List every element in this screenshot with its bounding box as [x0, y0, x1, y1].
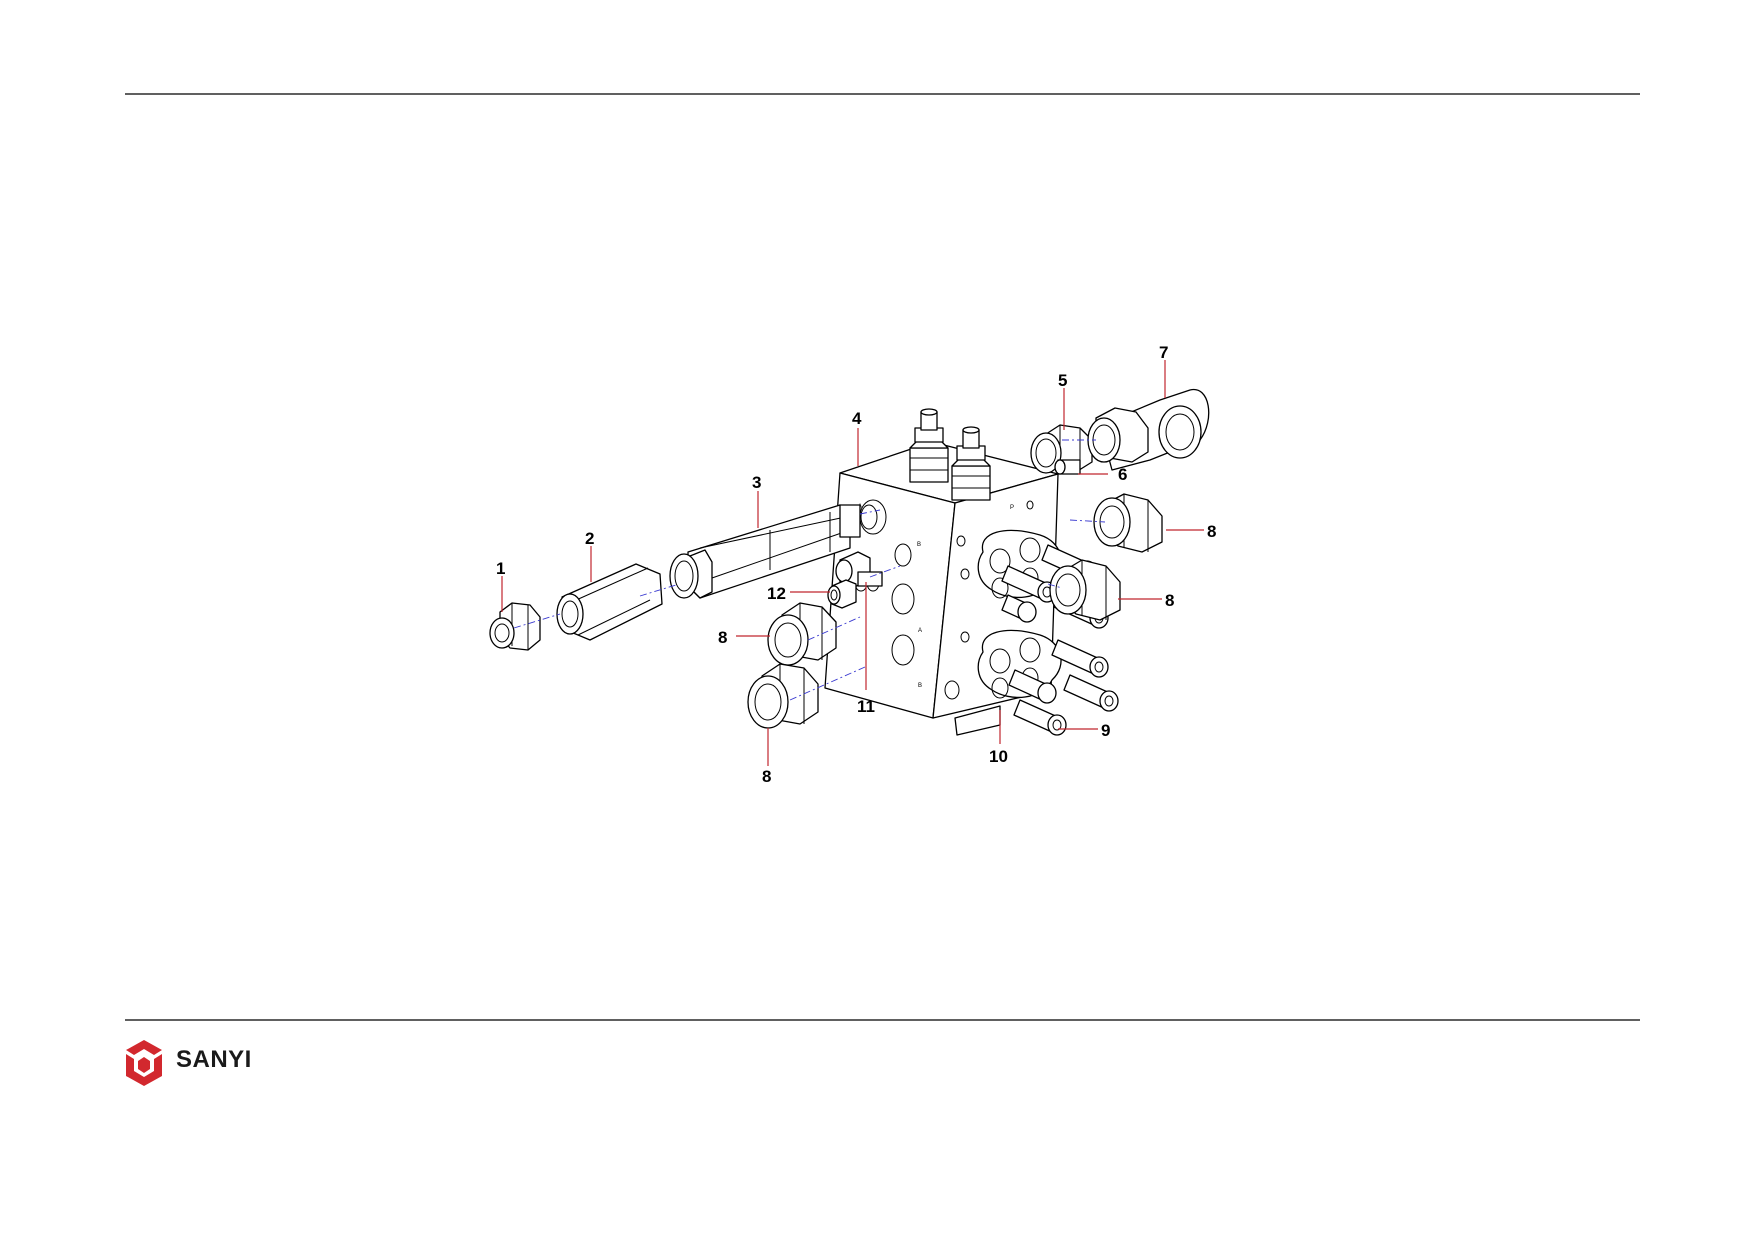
part-6-small-fitting — [1054, 459, 1081, 475]
part-12-fitting — [827, 579, 857, 609]
callout-3: 3 — [752, 473, 761, 492]
callout-6: 6 — [1118, 465, 1127, 484]
callout-8-bottom: 8 — [762, 767, 771, 786]
callout-8-middle-right: 8 — [1165, 591, 1174, 610]
port-mark-b1: B — [917, 542, 921, 548]
callout-12: 12 — [767, 584, 786, 603]
callout-4: 4 — [852, 409, 862, 428]
part-11-fitting — [835, 551, 883, 589]
port-mark-b2: B — [918, 683, 922, 689]
part-7-tee-fitting — [1087, 389, 1210, 471]
assembly-axes — [513, 439, 1106, 701]
part-1-nut — [489, 602, 541, 651]
sanyi-logo-icon — [126, 1040, 162, 1086]
brand-name: SANYI — [176, 1046, 252, 1073]
callout-8-left: 8 — [718, 628, 727, 647]
top-fitting-left — [909, 408, 949, 483]
callout-2: 2 — [585, 529, 594, 548]
callout-1: 1 — [496, 559, 505, 578]
callout-labels: 1 2 3 4 5 6 7 8 8 8 8 9 10 11 12 — [496, 343, 1216, 786]
callout-5: 5 — [1058, 371, 1067, 390]
leader-lines — [501, 360, 1204, 766]
part-3-cartridge — [669, 504, 861, 599]
top-fitting-right — [951, 426, 991, 501]
part-8-nut-middle-right — [1049, 559, 1121, 621]
port-mark-p: P — [1010, 505, 1014, 511]
flange-lower — [977, 629, 1119, 736]
part-8-nut-upper-right — [1093, 493, 1163, 553]
part-8-nut-lower-left-a — [767, 602, 837, 666]
part-2-hex-sleeve — [556, 563, 663, 641]
callout-7: 7 — [1159, 343, 1168, 362]
part-8-nut-lower-left-b — [747, 663, 819, 729]
callout-9: 9 — [1101, 721, 1110, 740]
callout-8-upper-right: 8 — [1207, 522, 1216, 541]
callout-10: 10 — [989, 747, 1008, 766]
port-mark-a2: A — [918, 628, 922, 634]
callout-11: 11 — [857, 697, 875, 716]
